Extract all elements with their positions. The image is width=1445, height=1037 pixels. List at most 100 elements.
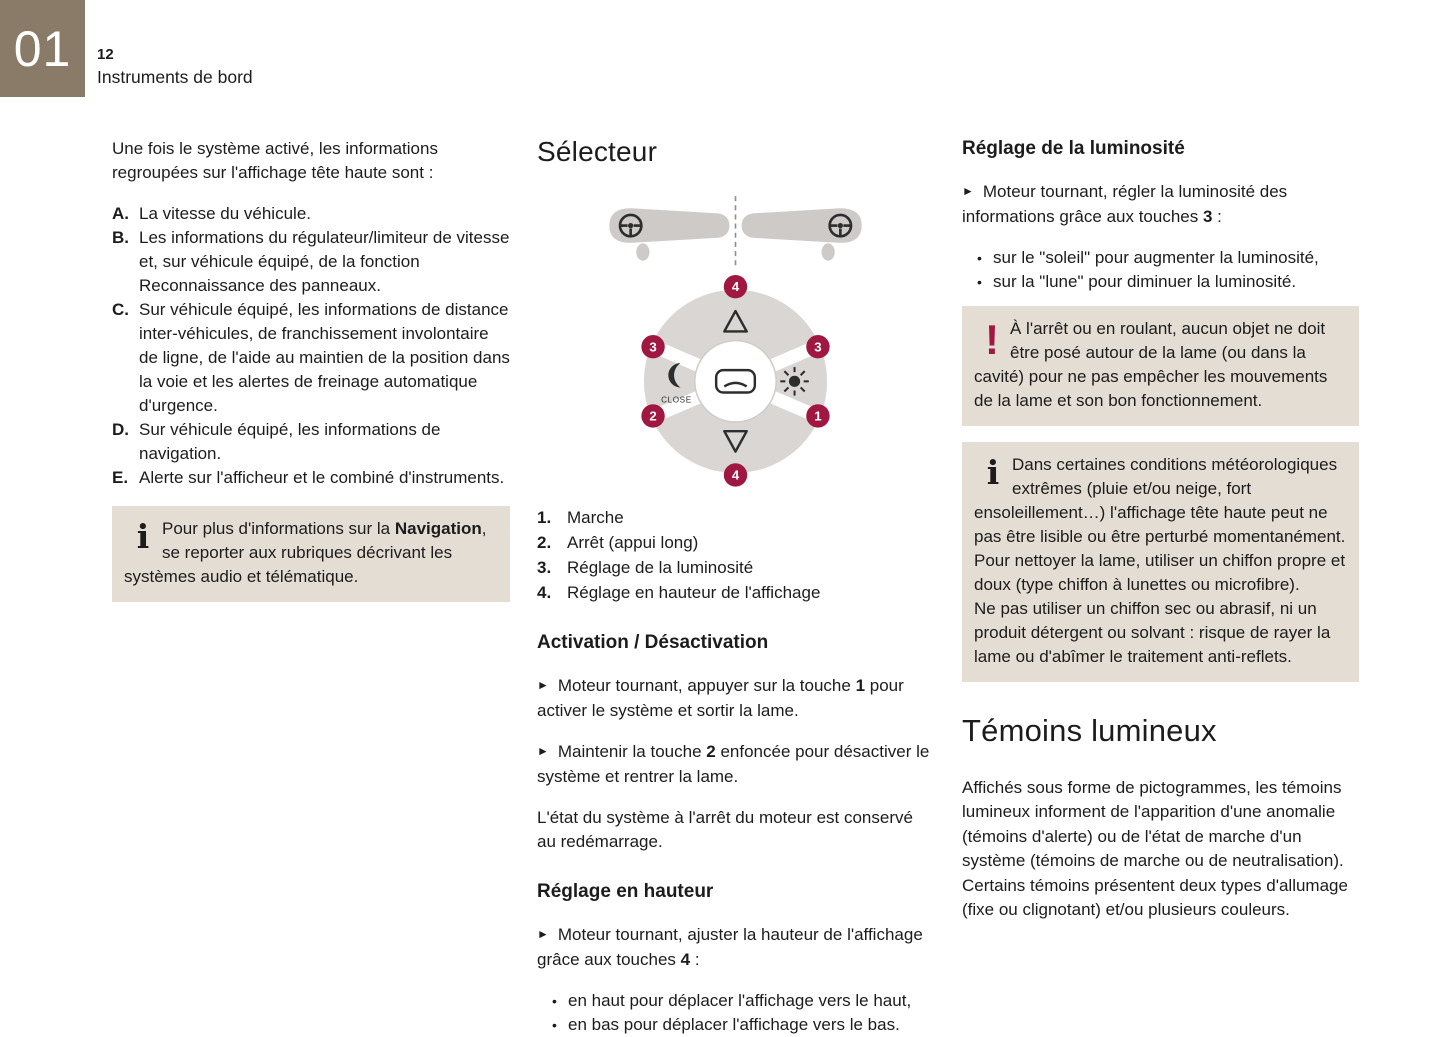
chapter-number: 01 [13, 20, 72, 77]
page-number: 12 [97, 46, 114, 63]
stalk-illustration [609, 196, 862, 270]
luminosite-step: ►Moteur tournant, régler la luminosité d… [962, 180, 1359, 229]
list-item: A. La vitesse du véhicule. [112, 202, 510, 226]
bullet-text: en bas pour déplacer l'affichage vers le… [568, 1014, 900, 1034]
arrow-bullet-icon: ► [537, 743, 549, 758]
item-text: La vitesse du véhicule. [139, 204, 311, 223]
badge-upper-right: 3 [806, 335, 830, 359]
bullet-text: sur la "lune" pour diminuer la luminosit… [993, 272, 1297, 291]
bullet-text: sur le "soleil" pour augmenter la lumino… [993, 248, 1319, 267]
temoins-heading: Témoins lumineux [962, 713, 1217, 748]
info-text-post: , se reporter aux rubriques décrivant le… [124, 519, 487, 586]
info-text-bold: Navigation [394, 519, 482, 538]
legend-item: 3. Réglage de la luminosité [537, 556, 934, 580]
step-text: Maintenir la touche [557, 741, 707, 761]
key-number: 1 [855, 675, 866, 695]
legend-item: 4. Réglage en hauteur de l'affichage [537, 581, 934, 605]
middle-column: Sélecteur [537, 112, 934, 1037]
legend-item: 2. Arrêt (appui long) [537, 531, 934, 555]
info-text: Dans certaines conditions météorologique… [974, 455, 1346, 546]
moon-icon [668, 363, 681, 388]
legend-text: Réglage de la luminosité [567, 557, 754, 577]
activation-step: ►Moteur tournant, appuyer sur la touche … [537, 674, 934, 723]
intro-paragraph: Une fois le système activé, les informat… [112, 139, 438, 182]
chapter-number-box: 01 [0, 0, 85, 97]
item-letter: B. [112, 228, 129, 247]
key-number: 4 [680, 949, 691, 969]
down-arrow-icon [723, 430, 748, 454]
info-text: Ne pas utiliser un chiffon sec ou abrasi… [974, 599, 1331, 666]
info-box-text: Pour plus d'informations sur la Navigati… [124, 517, 498, 589]
item-letter: E. [112, 468, 129, 487]
arrow-bullet-icon: ► [537, 677, 549, 692]
hauteur-heading: Réglage en hauteur [537, 880, 714, 902]
info-text: Pour nettoyer la lame, utiliser un chiff… [974, 551, 1346, 594]
page-header: 12 Instruments de bord [97, 46, 253, 89]
list-item: B. Les informations du régulateur/limite… [112, 226, 510, 298]
selector-dial: CLOSE 4 3 3 2 [641, 275, 830, 488]
dot-bullet-icon: • [977, 250, 982, 266]
steering-wheel-icon [618, 214, 643, 239]
badge-bottom: 4 [723, 463, 748, 488]
badge-number: 3 [814, 340, 821, 355]
hud-display-icon [714, 369, 757, 395]
key-number: 3 [1202, 207, 1213, 226]
legend-item: 1. Marche [537, 506, 934, 530]
key-number: 2 [706, 741, 716, 761]
badge-upper-left: 3 [641, 335, 665, 359]
warning-text: À l'arrêt ou en roulant, aucun objet ne … [974, 319, 1328, 410]
bullet-item: • en bas pour déplacer l'affichage vers … [537, 1013, 934, 1037]
luminosite-heading: Réglage de la luminosité [962, 138, 1185, 159]
item-text: Les informations du régulateur/limiteur … [139, 228, 510, 295]
item-letter: D. [112, 420, 129, 439]
bullet-item: • sur le "soleil" pour augmenter la lumi… [962, 246, 1359, 270]
activation-heading: Activation / Désactivation [537, 631, 769, 653]
badge-number: 2 [649, 409, 656, 424]
step-text: Moteur tournant, appuyer sur la touche [557, 675, 856, 695]
steering-wheel-icon [828, 214, 853, 239]
legend-number: 4. [537, 582, 552, 602]
diagram-legend: 1. Marche 2. Arrêt (appui long) 3. Régla… [537, 506, 934, 605]
info-box-meteo: i Dans certaines conditions météorologiq… [962, 442, 1359, 682]
close-label: CLOSE [661, 396, 692, 405]
selector-diagram: CLOSE 4 3 3 2 [609, 196, 862, 488]
legend-text: Marche [567, 507, 624, 527]
arrow-bullet-icon: ► [962, 184, 974, 198]
step-text: : [1212, 207, 1222, 226]
hauteur-step: ►Moteur tournant, ajuster la hauteur de … [537, 923, 934, 972]
temoins-body: Affichés sous forme de pictogrammes, les… [962, 777, 1348, 920]
activation-step: ► Maintenir la touche 2 enfoncée pour dés… [537, 740, 934, 789]
legend-text: Réglage en hauteur de l'affichage [567, 582, 821, 602]
hud-info-list: A. La vitesse du véhicule. B. Les inform… [112, 202, 510, 490]
info-box-navigation: i Pour plus d'informations sur la Naviga… [112, 506, 510, 602]
badge-top: 4 [723, 275, 748, 299]
badge-lower-right: 1 [806, 404, 830, 429]
badge-number: 1 [814, 409, 821, 424]
legend-number: 3. [537, 557, 552, 577]
step-text: pour activer le système et sortir la lam… [537, 675, 904, 720]
step-text: : [690, 949, 700, 969]
info-text-pre: Pour plus d'informations sur la [162, 519, 395, 538]
dot-bullet-icon: • [977, 274, 982, 290]
item-letter: A. [112, 204, 129, 223]
item-text: Sur véhicule équipé, les informations de… [139, 420, 441, 463]
step-text: Moteur tournant, régler la luminosité de… [962, 182, 1288, 226]
step-text: enfoncée pour désactiver le système et r… [537, 741, 930, 786]
up-arrow-icon [723, 310, 748, 334]
badge-number: 3 [649, 340, 656, 355]
arrow-bullet-icon: ► [537, 926, 549, 941]
bullet-item: • en haut pour déplacer l'affichage vers… [537, 989, 934, 1013]
activation-note: L'état du système à l'arrêt du moteur es… [537, 807, 913, 851]
legend-number: 1. [537, 507, 552, 527]
list-item: C. Sur véhicule équipé, les informations… [112, 298, 510, 418]
left-column: Une fois le système activé, les informat… [112, 120, 510, 602]
info-icon: i [136, 517, 150, 556]
selector-heading: Sélecteur [537, 136, 658, 168]
item-text: Sur véhicule équipé, les informations de… [139, 300, 510, 415]
legend-text: Arrêt (appui long) [567, 532, 699, 552]
item-text: Alerte sur l'afficheur et le combiné d'i… [139, 468, 505, 487]
warning-box-lame: ! À l'arrêt ou en roulant, aucun objet n… [962, 306, 1359, 426]
right-column: Réglage de la luminosité ►Moteur tournan… [962, 118, 1359, 940]
legend-number: 2. [537, 532, 552, 552]
item-letter: C. [112, 300, 129, 319]
